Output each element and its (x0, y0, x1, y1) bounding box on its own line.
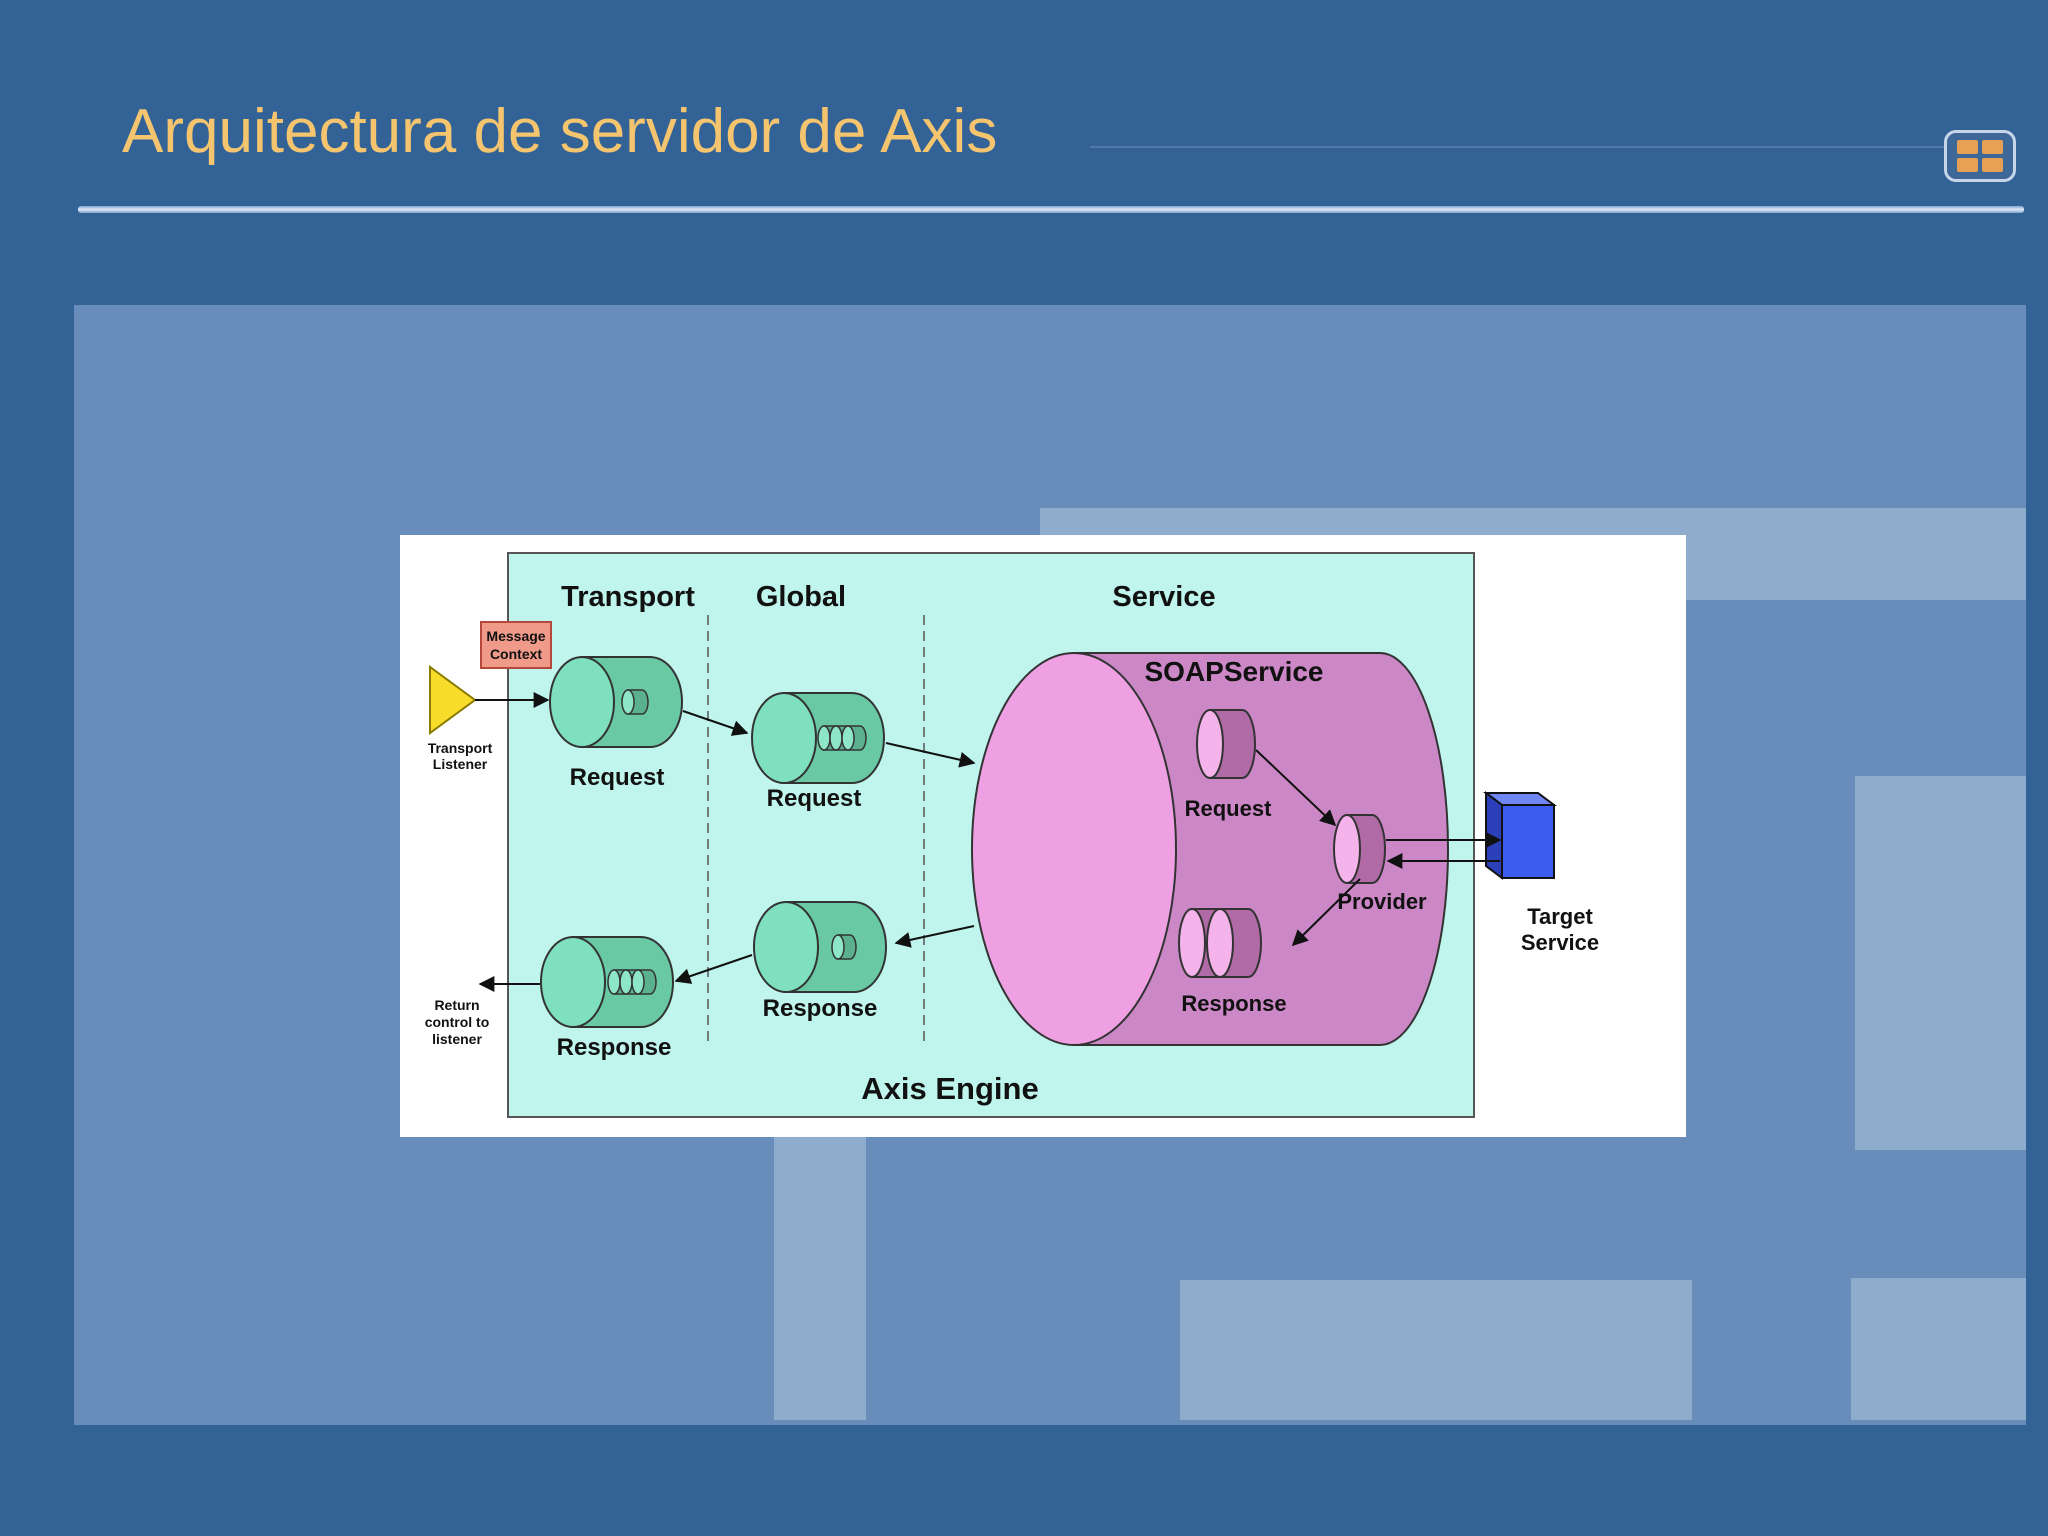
title-faint-line (1090, 146, 1950, 148)
flow-arrow (674, 954, 753, 984)
target-service-label-2: Service (1521, 930, 1599, 955)
message-context-label-1: Message (486, 628, 545, 644)
provider-handler (1333, 814, 1386, 884)
service-header: Service (1112, 581, 1215, 613)
transport-request-label: Request (570, 764, 665, 791)
flow-arrow (682, 710, 749, 736)
service-response-handler (1178, 908, 1262, 978)
soap-service-label: SOAPService (1145, 656, 1324, 687)
service-response-label: Response (1181, 991, 1286, 1016)
deco-block (1851, 1278, 2026, 1420)
title-underline (78, 206, 2024, 213)
transport-request-handler (549, 656, 683, 748)
global-response-label: Response (763, 995, 878, 1022)
slide-title: Arquitectura de servidor de Axis (122, 97, 998, 166)
transport-listener-icon (429, 665, 477, 735)
target-service-label-1: Target (1527, 904, 1593, 929)
flow-arrow (1255, 749, 1337, 827)
global-header: Global (756, 581, 846, 613)
provider-label: Provider (1337, 889, 1427, 914)
deco-block (774, 1137, 866, 1420)
flow-arrow (894, 925, 975, 948)
transport-response-handler (540, 936, 674, 1028)
return-control-label-2: control to (425, 1014, 490, 1030)
transport-response-label: Response (557, 1034, 672, 1061)
return-control-label-3: listener (432, 1031, 482, 1047)
deco-block (1180, 1280, 1692, 1420)
service-request-handler (1196, 709, 1256, 779)
grid-icon[interactable] (1944, 130, 2016, 182)
transport-listener-label-2: Listener (433, 756, 488, 772)
transport-listener-label-1: Transport (428, 740, 493, 756)
flow-arrow (1291, 878, 1361, 947)
message-context-box (480, 621, 552, 669)
global-response-handler (753, 901, 887, 993)
deco-block (1855, 776, 2026, 1150)
flow-arrow (885, 742, 976, 768)
axis-architecture-diagram: Transport Global Service Message Context… (400, 535, 1686, 1137)
target-service-cube (1483, 791, 1557, 880)
global-request-label: Request (767, 785, 862, 812)
return-control-label-1: Return (434, 997, 479, 1013)
global-request-handler (751, 692, 885, 784)
axis-engine-label: Axis Engine (861, 1071, 1038, 1106)
soap-service-cylinder (971, 652, 1449, 1046)
service-request-label: Request (1185, 796, 1272, 821)
message-context-label-2: Context (490, 646, 542, 662)
transport-header: Transport (561, 581, 695, 613)
